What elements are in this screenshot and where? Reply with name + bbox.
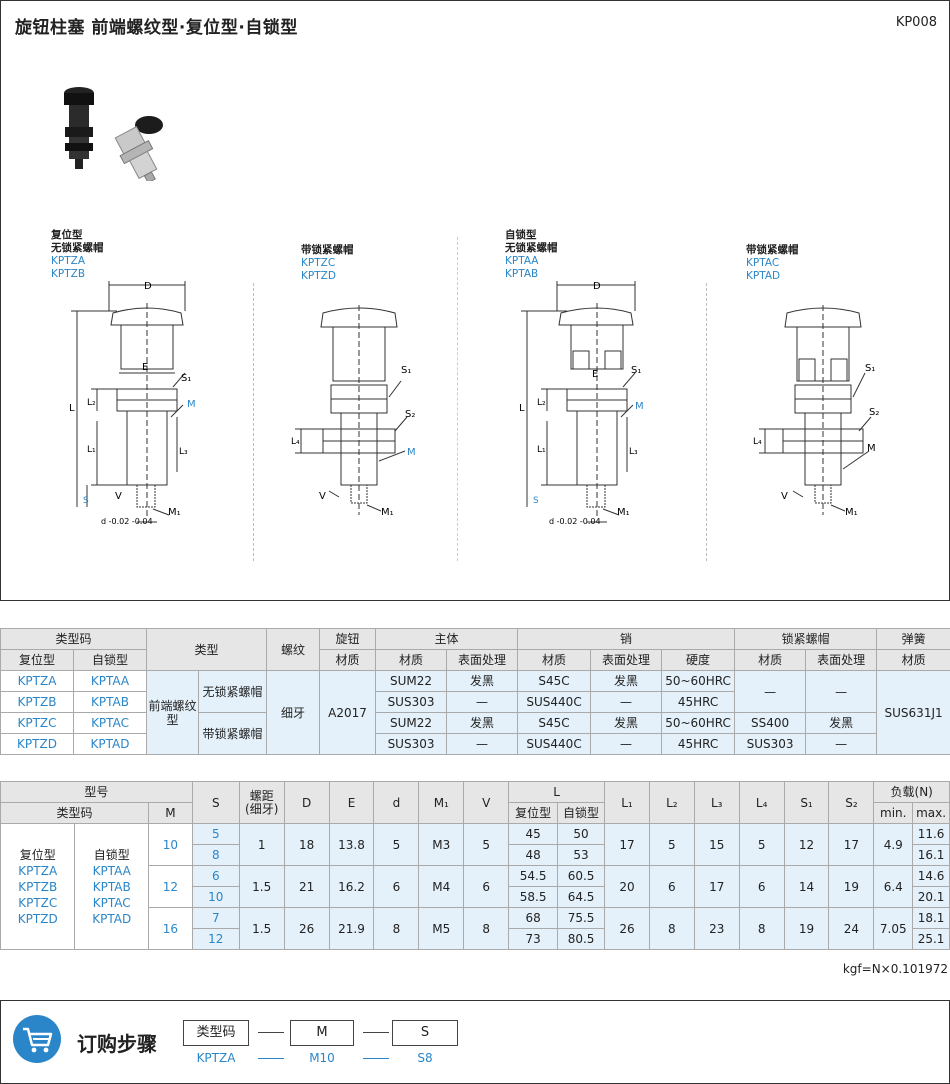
svg-text:M₁: M₁ (381, 507, 394, 518)
variant-label-4: 带锁紧螺帽 KPTAC KPTAD (746, 244, 799, 282)
table-row: KPTZA KPTAA 前端螺纹型 无锁紧螺帽 细牙 A2017 SUM22 发… (0, 670, 950, 755)
svg-text:M: M (867, 443, 876, 454)
table-row: 12 6 1.5 21 16.2 6 M4 6 54.5 60.5 20 6 1… (1, 865, 950, 908)
table-row: KPTZC KPTAC 带锁紧螺帽 SUM22 发黑 S45C 发黑 50~60… (0, 712, 950, 755)
table-row: 8 48 53 16.1 (1, 844, 950, 866)
svg-text:M: M (187, 399, 196, 410)
drawing-kptac: S₁ S₂ M L₄ V M₁ (753, 305, 879, 518)
svg-text:E: E (592, 369, 598, 380)
svg-text:L₃: L₃ (179, 447, 188, 457)
order-steps: 订购步骤 类型码 M S KPTZA M10 S8 (0, 1000, 950, 1084)
order-value-s: S8 (417, 1051, 433, 1065)
svg-text:L₂: L₂ (537, 398, 546, 408)
order-box-m: M (290, 1020, 354, 1046)
svg-text:M₁: M₁ (617, 507, 630, 518)
header-lock: 自锁型 (72, 649, 148, 671)
reset-code-cell: 复位型 KPTZA KPTZB KPTZC KPTZD (0, 823, 76, 950)
svg-text:S: S (83, 496, 89, 506)
header-type: 类型 (146, 628, 268, 671)
cart-icon (13, 1015, 61, 1063)
header-spring-mat: 材质 (876, 649, 950, 671)
svg-text:M: M (407, 447, 416, 458)
svg-text:S₂: S₂ (869, 407, 879, 418)
svg-text:L₄: L₄ (753, 437, 762, 447)
header-body-mat: 材质 (375, 649, 448, 671)
order-box-typecode: 类型码 (183, 1020, 249, 1046)
svg-text:V: V (781, 491, 788, 502)
table-row: 12 73 80.5 25.1 (1, 928, 950, 950)
svg-text:L₁: L₁ (537, 445, 546, 455)
header-typecode: 类型码 (0, 628, 148, 650)
table-row: 16 7 1.5 26 21.9 8 M5 8 68 75.5 26 8 23 … (1, 907, 950, 950)
svg-text:L₂: L₂ (87, 398, 96, 408)
conversion-note: kgf=N×0.101972 (842, 962, 948, 976)
header-pin-hard: 硬度 (661, 649, 736, 671)
header-reset: 复位型 (0, 649, 74, 671)
dimension-table: 型号 S 螺距 (细牙) D E d M₁ V L L₁ L₂ L₃ L₄ S₁… (0, 781, 950, 950)
header-locknut: 锁紧螺帽 (734, 628, 878, 650)
svg-text:d -0.02 -0.04: d -0.02 -0.04 (549, 517, 601, 526)
order-value-typecode: KPTZA (196, 1051, 236, 1065)
svg-text:L: L (69, 403, 75, 414)
svg-text:V: V (115, 491, 122, 502)
variant-label-3: 自锁型 无锁紧螺帽 KPTAA KPTAB (505, 229, 558, 280)
divider (457, 237, 458, 561)
divider (253, 283, 254, 561)
header-knob-mat: 材质 (319, 649, 377, 671)
header-body: 主体 (375, 628, 519, 650)
product-panel: 旋钮柱塞 前端螺纹型·复位型·自锁型 KP008 复位型 无锁紧螺帽 KPTZA… (0, 0, 950, 601)
page-title: 旋钮柱塞 前端螺纹型·复位型·自锁型 (15, 18, 298, 38)
header-body-fin: 表面处理 (446, 649, 519, 671)
table-row: 复位型 KPTZA KPTZB KPTZC KPTZD 自锁型 KPTAA KP… (0, 823, 950, 950)
drawing-kptzc: S₁ S₂ M L₄ V M₁ (291, 305, 416, 518)
order-value-dash (258, 1058, 284, 1059)
order-value-m: M10 (309, 1051, 335, 1065)
header-pin: 销 (517, 628, 736, 650)
table-row: 10 58.5 64.5 20.1 (1, 886, 950, 908)
order-value-dash (363, 1058, 389, 1059)
spec-table: 类型码 类型 螺纹 旋钮 主体 销 锁紧螺帽 弹簧 复位型 自锁型 材质 材质 … (0, 628, 950, 755)
svg-text:M₁: M₁ (168, 507, 181, 518)
header-pin-fin: 表面处理 (590, 649, 663, 671)
drawing-kptaa: D E S₁ M L L₂ L₁ L₃ S M₁ d -0.02 -0.04 (519, 281, 644, 526)
order-dash (258, 1032, 284, 1033)
svg-text:L₄: L₄ (291, 437, 300, 447)
svg-text:E: E (142, 362, 148, 373)
svg-text:V: V (319, 491, 326, 502)
order-title: 订购步骤 (77, 1032, 157, 1056)
variant-label-2: 带锁紧螺帽 KPTZC KPTZD (301, 244, 354, 282)
svg-text:S: S (533, 496, 539, 506)
order-box-s: S (392, 1020, 458, 1046)
svg-text:S₁: S₁ (631, 365, 641, 376)
header-pin-mat: 材质 (517, 649, 592, 671)
svg-text:M₁: M₁ (845, 507, 858, 518)
divider (706, 283, 707, 561)
table-row: KPTZD KPTAD SUS303 — SUS440C — 45HRC SUS… (0, 733, 950, 755)
product-photo (64, 87, 163, 181)
svg-text:D: D (593, 281, 601, 292)
header-nut-mat: 材质 (734, 649, 807, 671)
svg-text:D: D (144, 281, 152, 292)
drawing-kptza: D E S₁ M L L₂ L₁ L₃ V M₁ S d -0.02 -0.04 (69, 281, 196, 526)
header-thread: 螺纹 (266, 628, 321, 671)
svg-text:S₁: S₁ (181, 373, 191, 384)
header-knob: 旋钮 (319, 628, 377, 650)
header-spring: 弹簧 (876, 628, 950, 650)
svg-text:d -0.02 -0.04: d -0.02 -0.04 (101, 517, 153, 526)
header-nut-fin: 表面处理 (805, 649, 878, 671)
svg-text:L₁: L₁ (87, 445, 96, 455)
variant-label-1: 复位型 无锁紧螺帽 KPTZA KPTZB (51, 229, 104, 280)
svg-text:S₁: S₁ (865, 363, 875, 374)
svg-text:L: L (519, 403, 525, 414)
svg-text:M: M (635, 401, 644, 412)
order-dash (363, 1032, 389, 1033)
product-code: KP008 (895, 15, 937, 30)
svg-text:L₃: L₃ (629, 447, 638, 457)
svg-text:S₂: S₂ (405, 409, 415, 420)
lock-code-cell: 自锁型 KPTAA KPTAB KPTAC KPTAD (74, 823, 149, 950)
svg-text:S₁: S₁ (401, 365, 411, 376)
